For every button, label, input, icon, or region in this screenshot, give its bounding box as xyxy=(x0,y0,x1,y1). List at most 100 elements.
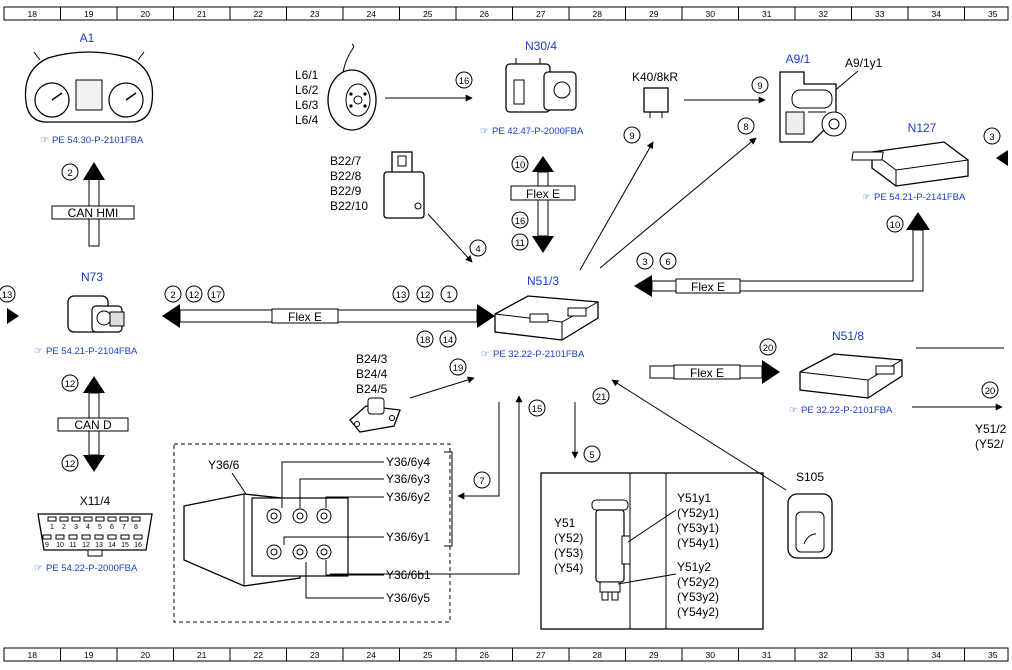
signal-3a: 3 xyxy=(989,132,994,143)
control-unit-icon xyxy=(799,353,903,399)
grid-column-label: 18 xyxy=(28,9,38,19)
k40-title: K40/8kR xyxy=(632,70,678,84)
n51-3-to-y51-connection: 5 xyxy=(571,402,601,463)
connector-pin xyxy=(47,516,57,522)
flex-e-label-4: Flex E xyxy=(690,366,724,380)
n51-8-title: N51/8 xyxy=(832,329,864,343)
n73-ignition-switch[interactable]: N73 ☞ PE 54.21-P-2104FBA xyxy=(34,270,138,357)
grid-column-label: 32 xyxy=(819,650,829,660)
y36-6-leader-lines xyxy=(281,461,384,599)
n127-right-cut-connection: 3 xyxy=(983,127,1008,166)
flex-e-label-3: Flex E xyxy=(691,280,725,294)
signal-21: 21 xyxy=(596,392,607,403)
n51-8-control-unit[interactable]: N51/8 ☞ PE 32.22-P-2101FBA 20 Y51/2 (Y52… xyxy=(789,329,1007,451)
a9-1y1-label: A9/1y1 xyxy=(845,56,883,70)
n51-3-airmatic-control-unit[interactable]: N51/3 ☞ PE 32.22-P-2101FBA xyxy=(481,274,599,360)
grid-column-label: 23 xyxy=(310,9,320,19)
b24-sensors[interactable]: B24/3 B24/4 B24/5 19 xyxy=(349,352,475,433)
ignition-switch-icon xyxy=(67,295,125,333)
signal-2b: 2 xyxy=(170,290,175,301)
s105-switch[interactable]: S105 21 xyxy=(592,379,833,559)
n51-3-to-k40-connection: 9 xyxy=(579,126,654,271)
y36-6b1-label: Y36/6b1 xyxy=(386,568,431,582)
flex-e-n51-3-n51-8-connection: Flex E 20 xyxy=(649,338,780,384)
a9-1-compressor[interactable]: A9/1 A9/1y1 xyxy=(779,52,883,143)
n30-4-reference-link[interactable]: ☞ PE 42.47-P-2000FBA xyxy=(480,126,584,137)
connector-pin xyxy=(133,534,143,540)
signal-19: 19 xyxy=(453,363,464,374)
y36-6y2-label: Y36/6y2 xyxy=(386,490,430,504)
grid-column-label: 32 xyxy=(819,9,829,19)
connector-pin xyxy=(95,516,105,522)
y36-6-to-n51-3-connection: 15 xyxy=(330,395,546,575)
signal-10a: 10 xyxy=(515,160,526,171)
n51-3-to-y36-6-connection: 7 xyxy=(457,402,500,500)
connector-pin xyxy=(94,534,104,540)
signal-9a: 9 xyxy=(757,81,762,92)
level-sensor-icon xyxy=(383,151,425,219)
a9-1-title: A9/1 xyxy=(786,52,811,66)
connector-pin-number: 2 xyxy=(62,524,66,531)
signal-7: 7 xyxy=(479,476,484,487)
signal-1: 1 xyxy=(446,290,451,301)
grid-column-label: 24 xyxy=(367,9,377,19)
b22-7-label: B22/7 xyxy=(330,154,362,168)
y51-strut-valves[interactable]: Y51 (Y52) (Y53) (Y54) Y51y1 (Y52y1) (Y53… xyxy=(540,472,764,630)
b24-5-label: B24/5 xyxy=(356,382,388,396)
connector-pin xyxy=(68,534,78,540)
grid-column-label: 35 xyxy=(988,650,998,660)
grid-column-label: 31 xyxy=(762,650,772,660)
signal-3b: 3 xyxy=(642,257,647,268)
grid-column-label: 25 xyxy=(423,9,433,19)
connector-pin-number: 14 xyxy=(108,542,116,549)
y53-label: (Y53) xyxy=(554,546,583,560)
y36-6-valve-unit[interactable]: Y36/6 Y36/6y4 Y36/6y3 Y36/6y2 Y36/6y1 Y3… xyxy=(173,443,453,623)
x11-4-reference: PE 54.22-P-2000FBA xyxy=(46,563,138,574)
hand-pointer-icon: ☞ xyxy=(481,349,490,360)
n51-8-reference: PE 32.22-P-2101FBA xyxy=(801,405,893,416)
l6-wheel-speed-sensors[interactable]: L6/1 L6/2 L6/3 L6/4 16 xyxy=(295,43,473,131)
n30-4-reference: PE 42.47-P-2000FBA xyxy=(492,126,584,137)
flex-e-n51-3-n127-connection: Flex E 3 6 10 xyxy=(634,212,930,297)
n73-reference-link[interactable]: ☞ PE 54.21-P-2104FBA xyxy=(34,346,138,357)
connector-pin xyxy=(131,516,141,522)
n127-reference-link[interactable]: ☞ PE 54.21-P-2141FBA xyxy=(862,192,966,203)
grid-column-label: 28 xyxy=(593,650,603,660)
a1-instrument-cluster[interactable]: A1 ☞ PE 54.30-P-2101FBA xyxy=(24,31,154,146)
connector-pin xyxy=(55,534,65,540)
signal-13b: 13 xyxy=(396,290,407,301)
grid-column-label: 34 xyxy=(932,650,942,660)
grid-column-label: 33 xyxy=(875,650,885,660)
y53y2-label: (Y53y2) xyxy=(677,590,719,604)
hydraulic-unit-icon xyxy=(505,58,577,113)
connector-pin xyxy=(83,516,93,522)
valve-block-icon xyxy=(183,493,349,587)
n51-8-reference-link[interactable]: ☞ PE 32.22-P-2101FBA xyxy=(789,405,893,416)
n51-3-to-a9-1-connection: 8 xyxy=(599,117,757,269)
connector-pin-number: 1 xyxy=(50,524,54,531)
x11-4-reference-link[interactable]: ☞ PE 54.22-P-2000FBA xyxy=(34,563,138,574)
grid-column-label: 29 xyxy=(649,650,659,660)
grid-column-label: 22 xyxy=(254,9,264,19)
grid-column-label: 35 xyxy=(988,9,998,19)
grid-column-label: 18 xyxy=(28,650,38,660)
n51-3-reference: PE 32.22-P-2101FBA xyxy=(493,349,585,360)
n127-control-unit[interactable]: N127 ☞ PE 54.21-P-2141FBA xyxy=(851,121,969,203)
signal-17: 17 xyxy=(211,290,222,301)
connector-pin-number: 7 xyxy=(122,524,126,531)
signal-15: 15 xyxy=(532,404,543,415)
a1-title: A1 xyxy=(80,31,95,45)
a1-reference-link[interactable]: ☞ PE 54.30-P-2101FBA xyxy=(40,135,144,146)
signal-18: 18 xyxy=(420,335,431,346)
connector-pin-number: 8 xyxy=(134,524,138,531)
b22-sensors[interactable]: B22/7 B22/8 B22/9 B22/10 4 xyxy=(330,151,487,263)
n30-4-esp-control-unit[interactable]: N30/4 ☞ PE 42.47-P-2000FBA xyxy=(480,39,584,137)
connector-pin xyxy=(107,516,117,522)
n51-3-reference-link[interactable]: ☞ PE 32.22-P-2101FBA xyxy=(481,349,585,360)
signal-13-left: 13 xyxy=(2,290,13,301)
k40-8kr-relay[interactable]: K40/8kR 9 xyxy=(632,70,769,118)
grid-column-label: 22 xyxy=(254,650,264,660)
